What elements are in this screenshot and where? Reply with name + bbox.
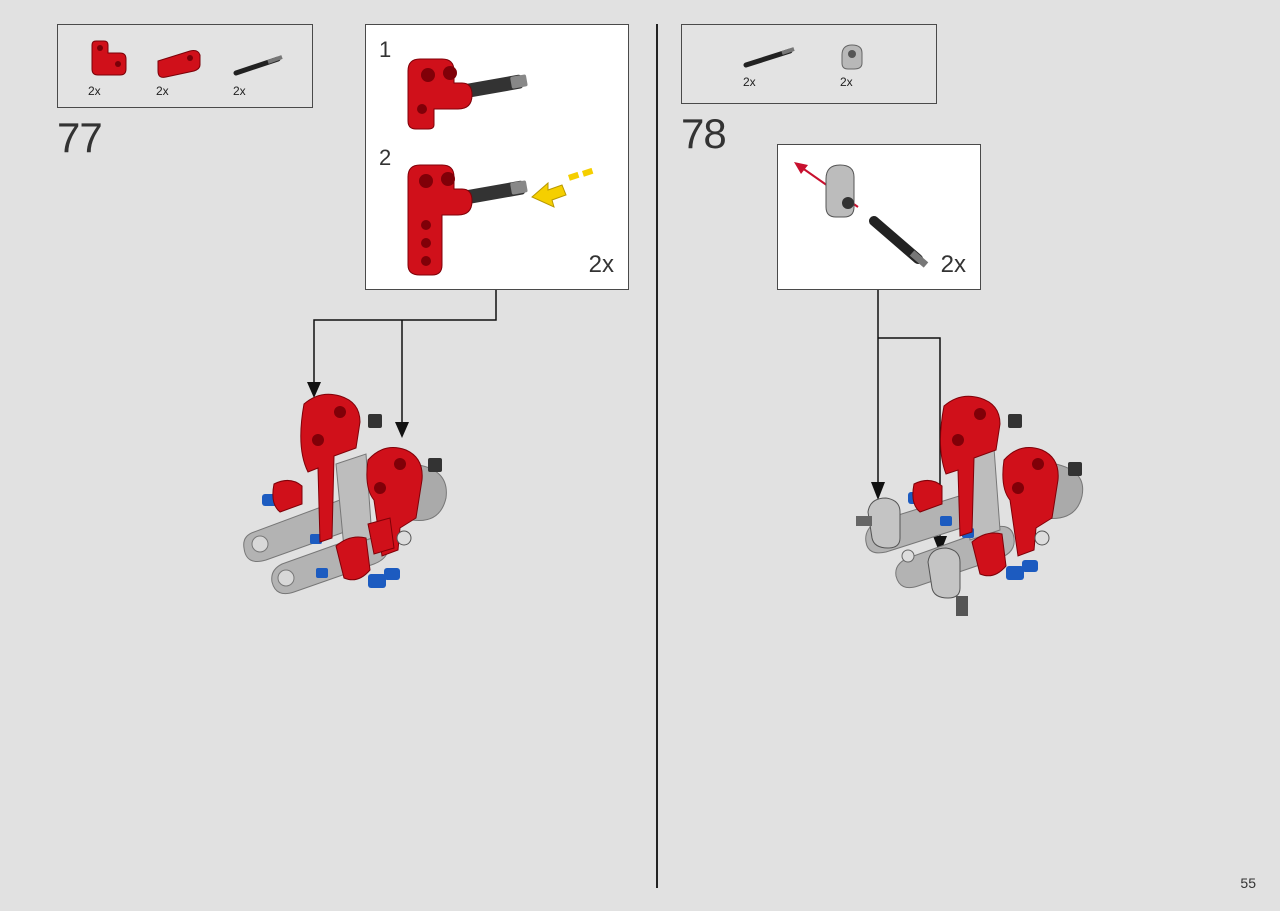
substep1-assembly-image	[407, 58, 528, 130]
substep-number: 2	[379, 145, 392, 170]
black-axle-icon	[743, 47, 795, 68]
black-axle-pin-icon	[233, 55, 283, 76]
multiplier-label: 2x	[940, 251, 966, 278]
part-qty: 2x	[88, 84, 101, 98]
step-number: 77	[57, 114, 103, 161]
part-qty: 2x	[233, 84, 246, 98]
step78-parts-box: 2x 2x	[681, 24, 937, 104]
red-bent-liftarm-icon	[91, 40, 127, 76]
red-connector-block-icon	[157, 50, 201, 78]
multiplier-label: 2x	[588, 251, 614, 278]
step78-subassembly-image	[794, 162, 929, 268]
part-qty: 2x	[840, 75, 853, 89]
step77-parts-box: 2x 2x 2x	[57, 24, 313, 108]
step78-model-image	[856, 395, 1084, 616]
step-number: 78	[681, 110, 727, 157]
page-number: 55	[1240, 875, 1256, 891]
step78-subassembly-callout: 2x	[777, 144, 981, 290]
gray-pin-connector-icon	[841, 44, 863, 70]
substep2-assembly-image	[407, 164, 594, 276]
step77-model-image	[243, 393, 447, 595]
substep-number: 1	[379, 37, 392, 62]
page-divider	[656, 24, 658, 888]
part-qty: 2x	[156, 84, 169, 98]
step77-subassembly-callout: 1 2 2x	[365, 24, 629, 290]
part-qty: 2x	[743, 75, 756, 89]
